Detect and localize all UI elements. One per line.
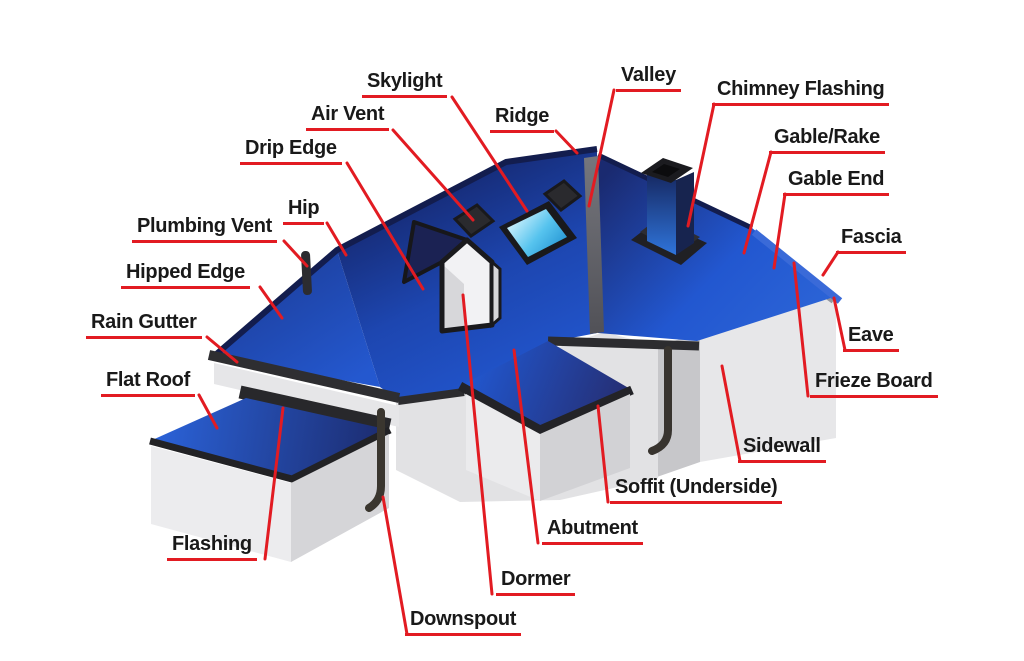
- chimney-front: [647, 170, 676, 255]
- label-flashing: Flashing: [167, 533, 257, 561]
- label-soffit: Soffit (Underside): [610, 476, 783, 504]
- leader-abutment: [512, 348, 540, 545]
- leader-downspout: [381, 495, 409, 636]
- dormer-graphic: [402, 220, 502, 334]
- leader-hipped-edge: [258, 285, 284, 320]
- label-abutment: Abutment: [542, 517, 643, 545]
- skylight-glass: [507, 209, 567, 257]
- chimney-side: [676, 172, 694, 255]
- leader-ridge: [554, 129, 579, 155]
- label-skylight: Skylight: [362, 70, 448, 98]
- label-frieze-board: Frieze Board: [810, 370, 938, 398]
- leader-hip: [325, 221, 348, 257]
- label-dormer: Dormer: [496, 568, 576, 596]
- flashing-band: [238, 385, 392, 432]
- leader-sidewall: [720, 364, 742, 463]
- leader-flashing: [263, 406, 285, 561]
- label-air-vent: Air Vent: [306, 103, 390, 131]
- leader-drip-edge: [345, 161, 425, 291]
- leader-frieze-board: [792, 261, 810, 398]
- downspout-right: [648, 346, 672, 455]
- annex-wall-right: [291, 434, 389, 562]
- leader-rain-gutter: [205, 335, 239, 364]
- label-drip-edge: Drip Edge: [240, 137, 342, 165]
- leader-chimney-flashing: [686, 102, 716, 228]
- label-fascia: Fascia: [836, 226, 907, 254]
- label-valley: Valley: [616, 64, 681, 92]
- wing-roof-edge: [457, 382, 634, 435]
- leader-gable-end: [772, 192, 787, 270]
- label-eave: Eave: [843, 324, 899, 352]
- chimney-graphic: [631, 158, 707, 265]
- wing-wall-left: [466, 394, 540, 501]
- label-flat-roof: Flat Roof: [101, 369, 195, 397]
- chimney-cap-opening: [652, 164, 680, 177]
- fascia-band: [751, 229, 843, 304]
- leader-flat-roof: [197, 393, 219, 430]
- label-gable-rake: Gable/Rake: [769, 126, 885, 154]
- leader-air-vent: [391, 128, 475, 222]
- flat-roof-drip-edge: [149, 426, 392, 483]
- label-ridge: Ridge: [490, 105, 555, 133]
- abutment-wing-graphic: [457, 341, 634, 501]
- dormer-side: [490, 258, 502, 329]
- right-house-left-wall: [654, 334, 700, 478]
- label-gable-end: Gable End: [783, 168, 890, 196]
- dormer-front-shade: [442, 264, 464, 330]
- leader-valley: [587, 88, 616, 208]
- ridge-edge: [211, 146, 598, 360]
- label-sidewall: Sidewall: [738, 435, 826, 463]
- leader-lines: [197, 88, 847, 636]
- rain-gutter-strip: [207, 350, 401, 403]
- label-chimney-flashing: Chimney Flashing: [712, 78, 890, 106]
- hip-facet: [213, 250, 380, 387]
- garage-drip-edge: [397, 388, 465, 405]
- wing-wall-right: [540, 394, 630, 501]
- leader-plumbing-vent: [282, 239, 309, 268]
- annex-wall-left: [151, 446, 291, 562]
- air-vent-right: [542, 179, 583, 212]
- downspout-center: [365, 408, 385, 512]
- leader-gable-rake: [742, 150, 773, 255]
- leader-soffit: [596, 404, 610, 504]
- label-rain-gutter: Rain Gutter: [86, 311, 202, 339]
- label-downspout: Downspout: [405, 608, 522, 636]
- label-hip: Hip: [283, 197, 325, 225]
- leader-skylight: [450, 95, 529, 213]
- leader-eave: [832, 296, 847, 352]
- eave-band: [547, 336, 700, 351]
- skylight-graphic: [499, 201, 577, 265]
- label-plumbing-vent: Plumbing Vent: [132, 215, 277, 243]
- label-hipped-edge: Hipped Edge: [121, 261, 250, 289]
- leader-fascia: [821, 250, 840, 277]
- leader-dormer: [461, 293, 494, 596]
